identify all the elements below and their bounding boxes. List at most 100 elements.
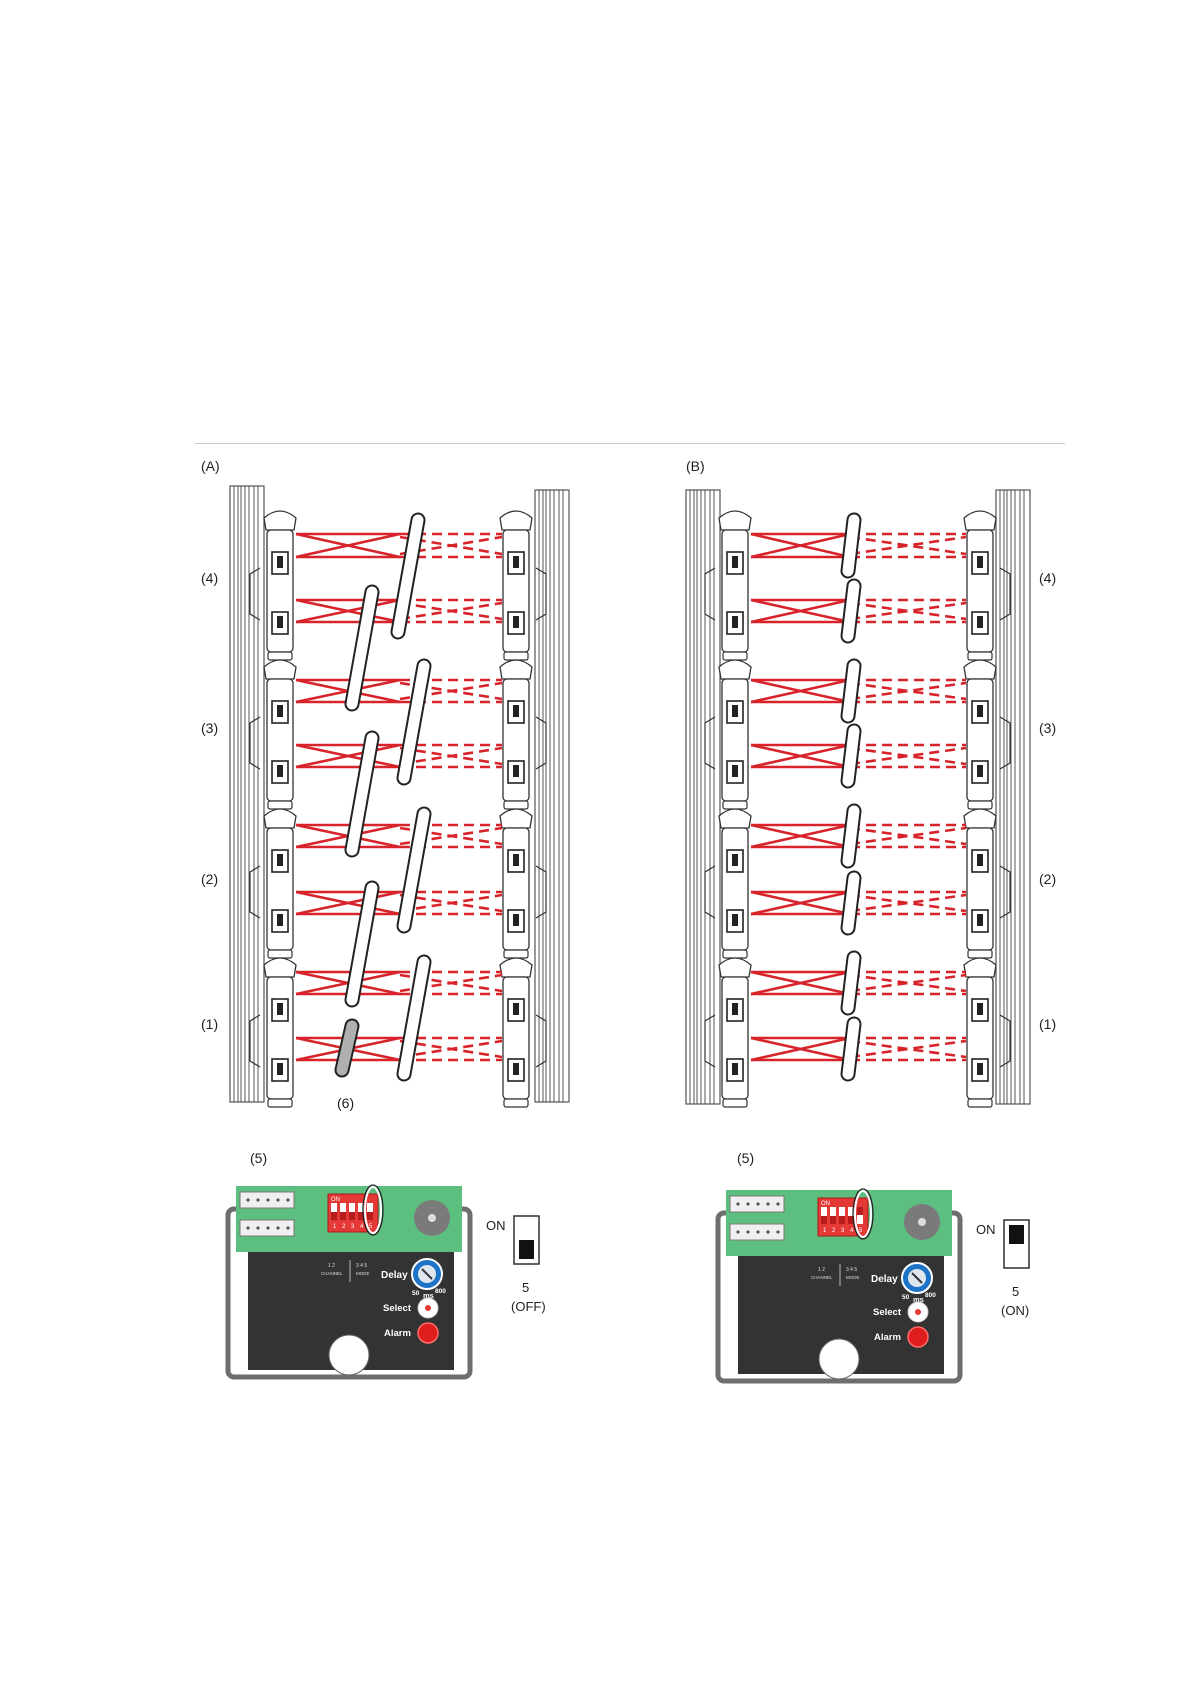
head-cap xyxy=(264,511,296,530)
lens-upper-eye xyxy=(513,1003,519,1015)
beam-group xyxy=(296,825,502,847)
panel-window xyxy=(329,1335,369,1375)
lens-lower-eye xyxy=(277,616,283,628)
blocked-tube xyxy=(342,1026,352,1070)
head-foot xyxy=(968,950,992,958)
select-label: Select xyxy=(383,1303,412,1314)
tube-fill xyxy=(848,666,854,716)
terminal-screw xyxy=(766,1230,769,1233)
terminal-screw xyxy=(736,1230,739,1233)
head-foot xyxy=(504,652,528,660)
rail-b-right xyxy=(996,490,1030,1104)
mode-label: MODE xyxy=(356,1271,370,1276)
control-board-a: ON123451 2CHANNEL3 4 5MODEDelay50ms800Se… xyxy=(228,1185,546,1377)
lens-lower-eye xyxy=(732,765,738,777)
control-boards: ON123451 2CHANNEL3 4 5MODEDelay50ms800Se… xyxy=(228,1185,1029,1381)
head-foot xyxy=(268,950,292,958)
channel-nums: 1 2 xyxy=(328,1263,335,1269)
beam-group xyxy=(296,972,502,994)
channel-label: CHANNEL xyxy=(321,1271,343,1276)
terminal-screw xyxy=(246,1226,249,1229)
tube xyxy=(848,811,854,861)
dip-lever xyxy=(821,1216,827,1224)
head-cap xyxy=(719,809,751,828)
select-button-dot xyxy=(425,1305,431,1311)
dip-lever xyxy=(367,1212,373,1220)
terminal-screw xyxy=(746,1202,749,1205)
rail-b-left xyxy=(686,490,720,1104)
lens-upper-eye xyxy=(513,705,519,717)
rail-outline xyxy=(686,490,720,1104)
head-foot xyxy=(268,652,292,660)
delay-label: Delay xyxy=(871,1274,898,1285)
terminal-screw xyxy=(776,1230,779,1233)
dip-lever xyxy=(340,1212,346,1220)
head-foot xyxy=(504,801,528,809)
head-foot xyxy=(268,1099,292,1107)
delay-min: 50 xyxy=(902,1294,910,1301)
tube-fill xyxy=(848,731,854,781)
delay-min: 50 xyxy=(412,1290,420,1297)
head-cap xyxy=(500,511,532,530)
tube xyxy=(404,814,424,926)
head-cap xyxy=(964,660,996,679)
lens-upper-eye xyxy=(977,705,983,717)
terminal-screw xyxy=(776,1202,779,1205)
alarm-label: Alarm xyxy=(874,1332,901,1343)
dip-on-label: ON xyxy=(331,1197,340,1203)
head-cap xyxy=(500,660,532,679)
mode-nums: 3 4 5 xyxy=(356,1263,367,1269)
terminal-screw xyxy=(256,1198,259,1201)
lens-lower-eye xyxy=(732,914,738,926)
tube xyxy=(848,520,854,571)
lens-upper-eye xyxy=(513,556,519,568)
switch-on-label: ON xyxy=(976,1222,996,1237)
lens-upper-eye xyxy=(977,1003,983,1015)
dip-lever xyxy=(839,1216,845,1224)
lens-lower-eye xyxy=(513,765,519,777)
switch-state: (OFF) xyxy=(511,1299,546,1314)
lens-lower-eye xyxy=(977,616,983,628)
alarm-led xyxy=(418,1323,438,1343)
terminal-screw xyxy=(286,1198,289,1201)
tower-diagrams xyxy=(230,486,1030,1107)
lens-lower-eye xyxy=(277,1063,283,1075)
lens-lower-eye xyxy=(277,914,283,926)
terminal-screw xyxy=(756,1230,759,1233)
buzzer-center xyxy=(918,1218,926,1226)
tube-fill xyxy=(848,586,854,636)
mode-nums: 3 4 5 xyxy=(846,1267,857,1273)
head-cap xyxy=(500,958,532,977)
terminal-screw xyxy=(246,1198,249,1201)
delay-max: 800 xyxy=(435,1288,446,1295)
lens-upper-eye xyxy=(513,854,519,866)
head-cap xyxy=(719,958,751,977)
terminal-screw xyxy=(276,1198,279,1201)
lens-lower-eye xyxy=(513,1063,519,1075)
channel-nums: 1 2 xyxy=(818,1267,825,1273)
tube-fill xyxy=(848,1024,854,1074)
lens-upper-eye xyxy=(732,854,738,866)
panel-window xyxy=(819,1339,859,1379)
slide-switch-lever xyxy=(519,1240,534,1259)
lens-upper-eye xyxy=(732,556,738,568)
head-cap xyxy=(719,660,751,679)
dip-lever xyxy=(349,1212,355,1220)
beam-group xyxy=(296,534,502,557)
tube xyxy=(848,666,854,716)
rail-outline xyxy=(535,490,569,1102)
lens-lower-eye xyxy=(732,1063,738,1075)
head-foot xyxy=(723,950,747,958)
terminal-screw xyxy=(266,1198,269,1201)
delay-label: Delay xyxy=(381,1270,408,1281)
tube xyxy=(848,878,854,928)
head-cap xyxy=(264,958,296,977)
rail-a-left xyxy=(230,486,264,1102)
terminal-screw xyxy=(736,1202,739,1205)
head-cap xyxy=(500,809,532,828)
lens-lower-eye xyxy=(732,616,738,628)
head-foot xyxy=(723,1099,747,1107)
delay-max: 800 xyxy=(925,1292,936,1299)
head-cap xyxy=(964,958,996,977)
